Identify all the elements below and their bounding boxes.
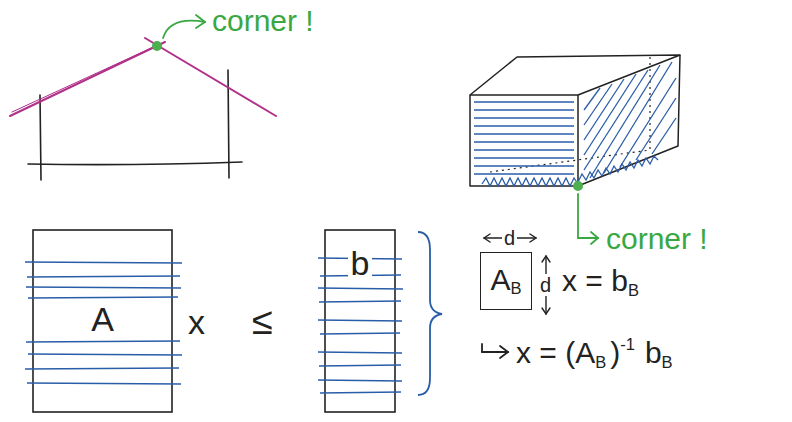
subscript: B (662, 353, 673, 371)
matrix-outline (33, 230, 172, 412)
node-text: AB (490, 265, 521, 297)
corner-note: corner ! (212, 6, 314, 36)
active-rows (25, 262, 182, 384)
corner-dot (152, 41, 162, 51)
node-text: b (325, 246, 395, 280)
vector-box: b (325, 230, 395, 412)
corner-note: corner ! (606, 224, 708, 254)
subscript: B (511, 279, 522, 297)
matrix-box: A (33, 230, 172, 412)
equation: x = bB (562, 266, 643, 298)
feasible-box (470, 55, 680, 186)
matrix-name: b (348, 244, 373, 282)
equation-term: x = b (562, 264, 628, 297)
axes (28, 70, 242, 180)
inequality-sign: ≤ (252, 302, 273, 340)
submatrix-box: AB (480, 252, 532, 310)
exponent: -1 (620, 335, 635, 353)
equation-term: x = (A (516, 336, 595, 369)
side-hatching (584, 62, 676, 178)
constraint-lines (10, 38, 276, 116)
subscript: B (628, 281, 639, 299)
equation-term: ) (610, 336, 620, 369)
equation: x = (AB)-1bB (516, 336, 677, 371)
corner-pointer (163, 15, 205, 38)
hidden-edges (490, 57, 650, 172)
matrix-name: A (490, 263, 510, 296)
node-text: A (33, 302, 172, 336)
equation-term: b (645, 336, 662, 369)
front-hatching (474, 102, 574, 174)
variable: x (188, 305, 205, 339)
subscript: B (595, 353, 606, 371)
corner-pointer (578, 194, 598, 244)
edge-scribble (482, 156, 658, 186)
dimension: d (538, 274, 553, 296)
dimension: d (502, 227, 517, 249)
corner-dot (573, 181, 583, 191)
matrix-name: A (91, 300, 114, 338)
implies-arrow (482, 344, 508, 358)
curly-brace (418, 232, 442, 395)
